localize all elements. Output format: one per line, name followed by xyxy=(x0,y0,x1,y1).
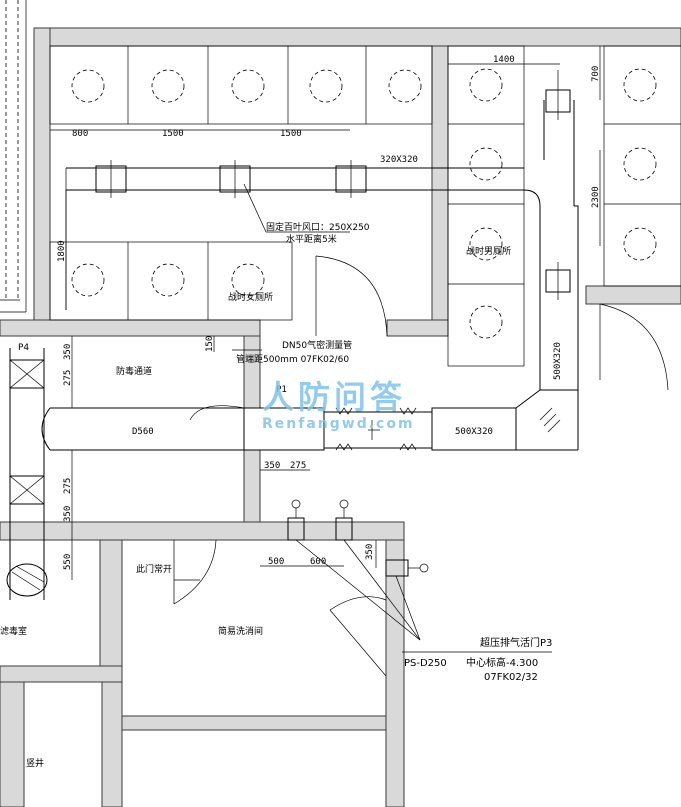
dim-800: 800 xyxy=(72,129,88,139)
dim-1500-a: 1500 xyxy=(162,129,184,139)
watermark-sub: Renfangwd.com xyxy=(262,416,415,432)
pipe-note: DN50气密测量管 xyxy=(282,339,352,351)
louver-label: 固定百叶风口：250X250 xyxy=(266,221,370,233)
duct-left-vertical xyxy=(6,348,48,600)
room-filter: 滤毒室 xyxy=(0,625,27,637)
room-male-toilet: 战时男厕所 xyxy=(466,245,511,257)
pipe-sub: 管端距500mm 07FK02/60 xyxy=(236,353,349,365)
annotation-labels: 固定百叶风口：250X250 水平距离5米 DN50气密测量管 管端距500mm… xyxy=(18,221,370,395)
dim-700: 700 xyxy=(591,66,601,82)
overpressure-valves xyxy=(287,499,552,653)
dim-2300: 2300 xyxy=(591,186,601,208)
dim-1400: 1400 xyxy=(493,55,515,65)
valve-ref: 07FK02/32 xyxy=(484,672,538,683)
dim-500: 500 xyxy=(268,557,284,567)
duct-right-vertical xyxy=(523,70,579,450)
dim-350-b: 350 xyxy=(264,461,280,471)
duct-size-right-vertical: 500X320 xyxy=(553,342,563,380)
room-shower: 简易洗消间 xyxy=(218,625,263,637)
ceiling-grid-female-bottom xyxy=(49,241,293,321)
duct-size-labels: 320X320 500X320 500X320 D560 xyxy=(132,155,563,437)
dim-350-a: 350 xyxy=(63,344,73,360)
valve-title: 超压排气活门P3 xyxy=(480,636,552,649)
duct-size-round: D560 xyxy=(132,427,154,437)
dim-350-d: 350 xyxy=(365,544,375,560)
doors xyxy=(173,255,669,677)
valve-model: PS-D250 xyxy=(404,658,447,669)
walls xyxy=(0,27,681,807)
dim-1500-b: 1500 xyxy=(280,129,302,139)
dim-275-c: 275 xyxy=(63,478,73,494)
door-note: 此门常开 xyxy=(136,563,172,575)
dimension-lines xyxy=(50,46,601,581)
room-labels: 战时女厕所 战时男厕所 防毒通道 简易洗消间 滤毒室 竖井 此门常开 xyxy=(0,245,511,769)
duct-size-main-top: 320X320 xyxy=(380,155,418,165)
dimension-labels: 1400 800 1500 1500 700 2300 1800 350 275… xyxy=(57,55,601,570)
room-decon-passage: 防毒通道 xyxy=(116,365,152,377)
valve-callout: 超压排气活门P3 PS-D250 中心标高-4.300 07FK02/32 xyxy=(404,636,552,683)
louver-sub: 水平距离5米 xyxy=(286,233,337,245)
dim-275-b: 275 xyxy=(290,461,306,471)
dim-600: 600 xyxy=(310,557,326,567)
label-p1: P1 xyxy=(276,385,287,395)
left-edge-hatch xyxy=(0,0,27,313)
room-female-toilet: 战时女厕所 xyxy=(228,291,273,303)
room-shaft: 竖井 xyxy=(26,757,44,769)
ceiling-grid-male xyxy=(447,45,681,367)
dim-275-a: 275 xyxy=(63,370,73,386)
ceiling-grid-female-top xyxy=(49,45,433,125)
label-p4: P4 xyxy=(18,343,29,353)
valve-elevation: 中心标高-4.300 xyxy=(466,656,538,669)
dim-1800: 1800 xyxy=(57,240,67,262)
dim-350-c: 350 xyxy=(63,506,73,522)
watermark-main: 人防问答 xyxy=(262,378,406,416)
dim-150: 150 xyxy=(205,336,215,352)
dim-550: 550 xyxy=(63,554,73,570)
duct-size-right-horizontal: 500X320 xyxy=(455,427,493,437)
watermark: 人防问答 Renfangwd.com xyxy=(262,378,415,432)
duct-horizontal-lower xyxy=(41,389,578,451)
